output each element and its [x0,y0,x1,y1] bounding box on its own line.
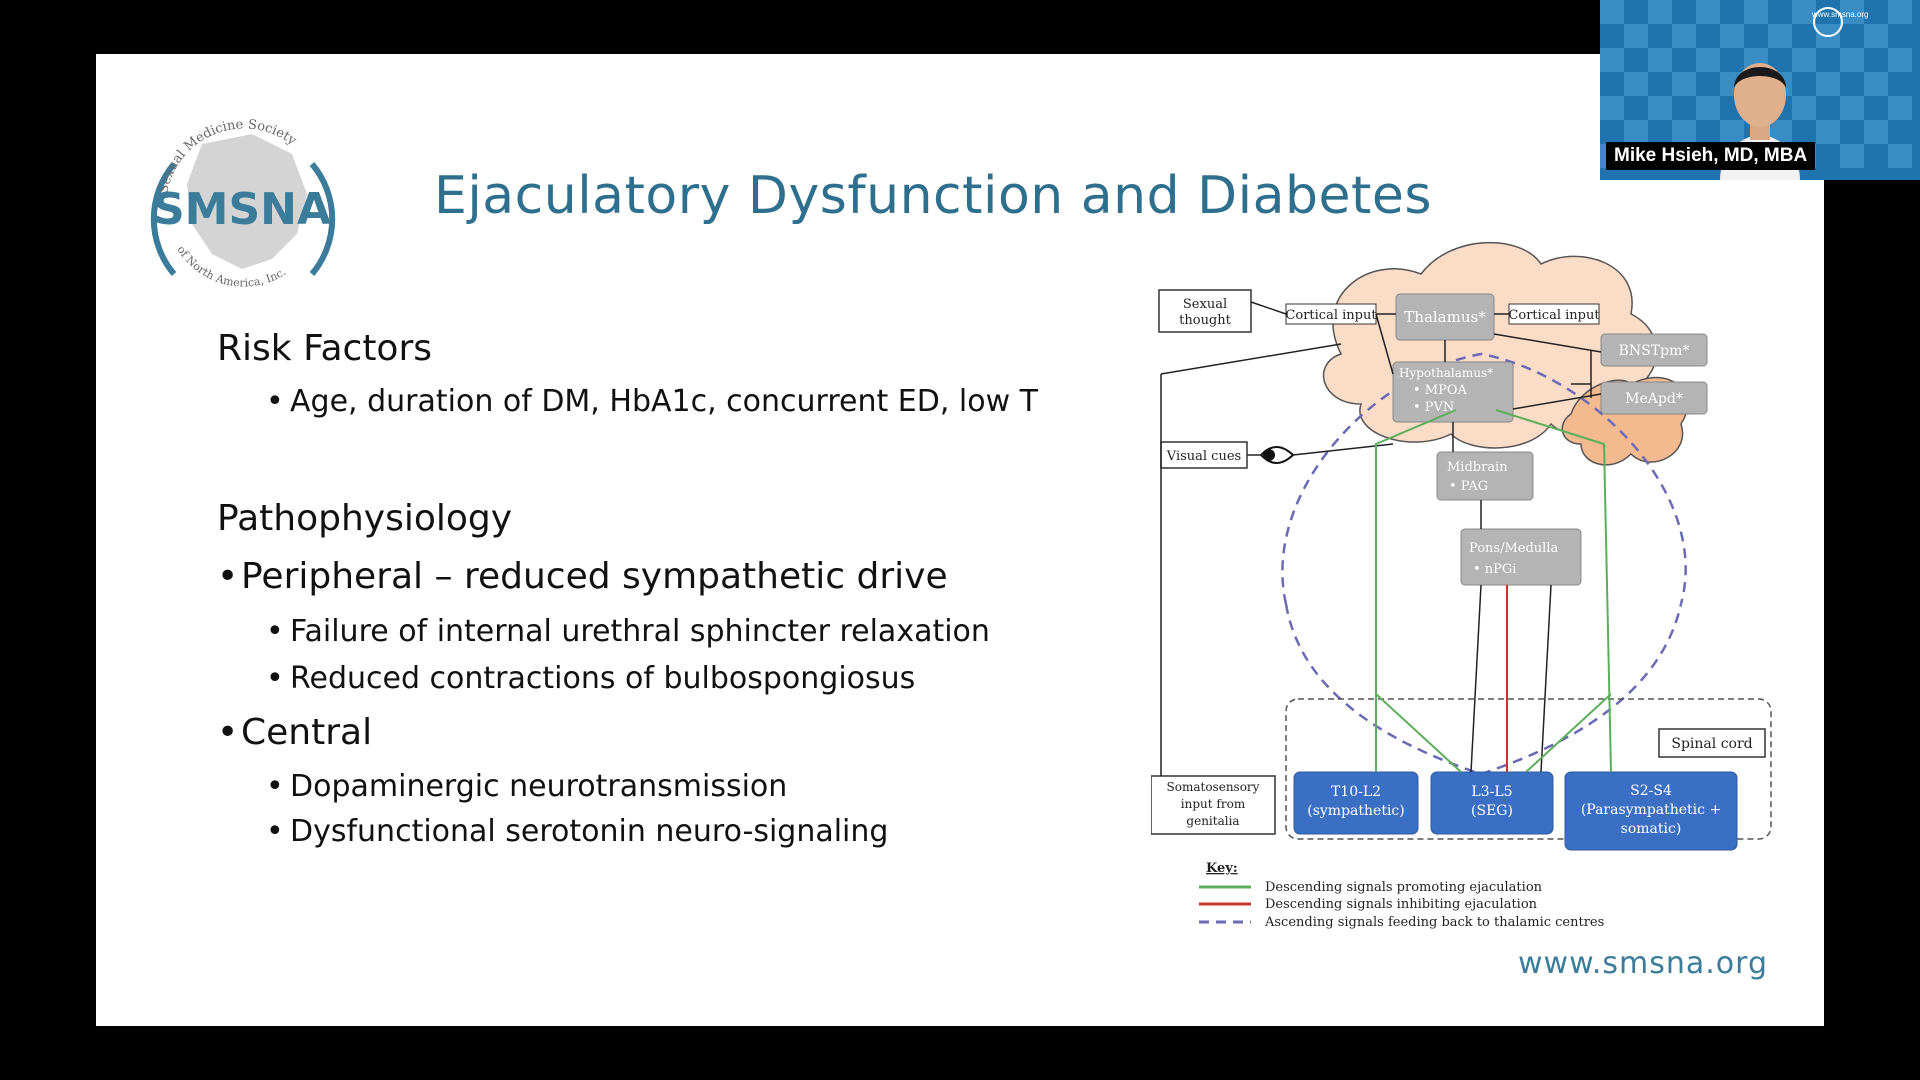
green-promoting-lines [1375,409,1612,773]
key-ascending-label: Ascending signals feeding back to thalam… [1264,915,1604,930]
pons-medulla-label: Pons/Medulla [1469,541,1558,556]
website-url: www.smsna.org [1518,946,1769,981]
black-connector-lines [1160,301,1602,776]
spinal-cord-label: Spinal cord [1671,736,1752,752]
visual-cues-box [1160,441,1248,469]
bullet: • [266,814,284,849]
npgi-label: • nPGi [1473,562,1516,577]
t10-l2-label: T10-L2 [1331,784,1381,800]
s2-s4-box [1564,771,1738,851]
key-inhibiting-label: Descending signals inhibiting ejaculatio… [1265,897,1538,912]
midbrain-label: Midbrain [1447,460,1508,475]
smsna-logo: Sexual Medicine Society of North America… [150,117,336,290]
key-title: Key: [1206,861,1238,876]
central-item: •Central [217,712,372,753]
hypothalamus-label: Hypothalamus* [1399,366,1493,380]
t10-l2-box [1293,771,1419,835]
sexual-thought-label: thought [1179,313,1231,328]
central-subitem-text: Dopaminergic neurotransmission [290,769,788,804]
presenter-video-tile[interactable]: www.smsna.org Mike Hsieh, MD, MBA [1600,0,1920,180]
smsna-badge-icon [1813,7,1843,37]
central-subitem-text: Dysfunctional serotonin neuro-signaling [290,814,889,849]
spinal-cord-label-box [1658,728,1766,758]
cortical-input-left-label: Cortical input [1285,308,1377,323]
spinal-cord-region [1285,698,1772,840]
ascending-dashed-path [1284,603,1683,776]
risk-item: •Age, duration of DM, HbA1c, concurrent … [266,384,1038,419]
peripheral-subitem-text: Failure of internal urethral sphincter r… [290,614,990,649]
risk-factors-heading: Risk Factors [217,328,433,369]
video-brand-text: www.smsna.org [1812,10,1869,19]
mpoa-label: • MPOA [1413,383,1468,398]
bullet: • [217,712,239,753]
l3-l5-label: L3-L5 [1471,784,1512,800]
risk-item-text: Age, duration of DM, HbA1c, concurrent E… [290,384,1038,419]
bullet: • [266,614,284,649]
cortical-input-right-label: Cortical input [1508,308,1600,323]
midbrain-box [1436,451,1534,501]
bullet: • [266,769,284,804]
peripheral-subitem: •Failure of internal urethral sphincter … [266,614,990,649]
somatosensory-label: genitalia [1186,814,1239,828]
peripheral-subitem-text: Reduced contractions of bulbospongiosus [290,661,916,696]
t10-l2-label: (sympathetic) [1307,803,1404,819]
meapd-label: MeApd* [1625,391,1683,407]
peripheral-text: Peripheral – reduced sympathetic drive [241,556,948,597]
pathophysiology-heading: Pathophysiology [217,498,513,539]
bullet: • [217,556,239,597]
bullet: • [266,661,284,696]
eye-icon [1259,446,1295,464]
logo-abbr: SMSNA [153,184,331,235]
s2-s4-label: S2-S4 [1630,783,1672,799]
meapd-box [1600,381,1708,415]
key-promoting-label: Descending signals promoting ejaculation [1265,880,1543,895]
bnstpm-box [1600,333,1708,367]
central-text: Central [241,712,373,753]
peripheral-subitem: •Reduced contractions of bulbospongiosus [266,661,915,696]
somatosensory-label: Somatosensory [1167,780,1260,794]
l3-l5-label: (SEG) [1471,803,1513,819]
somatosensory-box [1151,775,1276,835]
slide-title: Ejaculatory Dysfunction and Diabetes [434,166,1432,226]
sexual-thought-box [1158,289,1252,333]
bullet: • [266,384,284,419]
ejaculation-pathway-diagram: Sexual thought Cortical input Cortical i… [1151,241,1772,930]
bnstpm-label: BNSTpm* [1619,343,1690,359]
s2-s4-label: somatic) [1621,821,1682,837]
presentation-slide: Sexual Medicine Society of North America… [96,54,1824,1026]
s2-s4-label: (Parasympathetic + [1581,802,1721,818]
somatosensory-label: input from [1181,797,1246,811]
ascending-dashed-path [1281,352,1687,605]
peripheral-item: •Peripheral – reduced sympathetic drive [217,556,948,597]
l3-l5-box [1430,771,1554,835]
pvn-label: • PVN [1413,400,1454,415]
central-subitem: •Dopaminergic neurotransmission [266,769,787,804]
central-subitem: •Dysfunctional serotonin neuro-signaling [266,814,888,849]
thalamus-label: Thalamus* [1404,308,1486,326]
visual-cues-label: Visual cues [1166,449,1241,464]
presenter-name-tag: Mike Hsieh, MD, MBA [1606,142,1816,170]
sexual-thought-label: Sexual [1183,297,1227,312]
pons-medulla-box [1460,528,1582,586]
pag-label: • PAG [1449,479,1488,494]
